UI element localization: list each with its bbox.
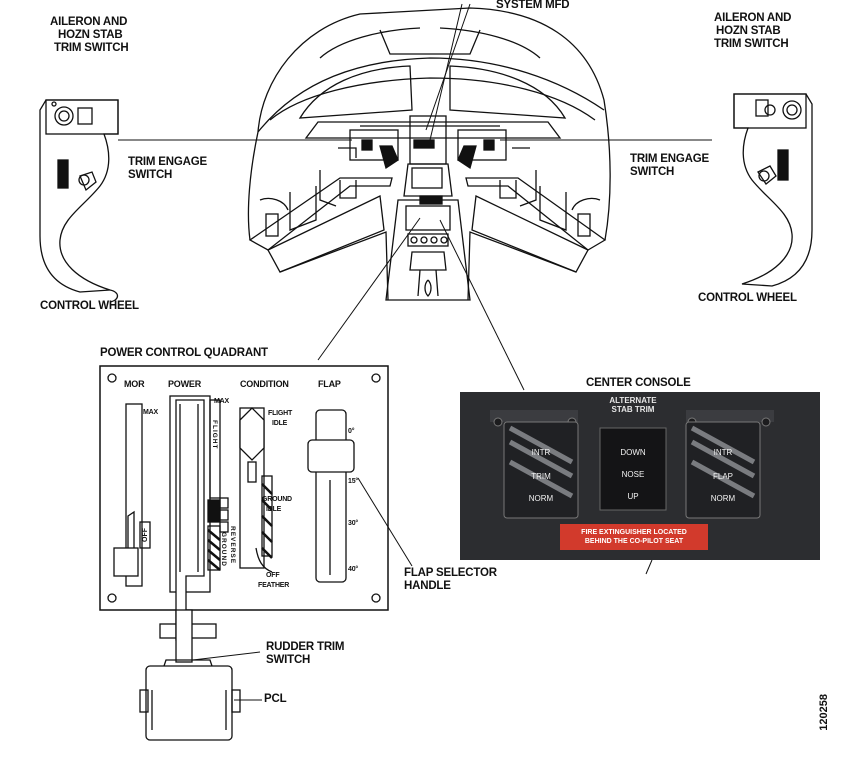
pcl-handle[interactable] bbox=[145, 665, 233, 741]
cockpit-illustration bbox=[247, 7, 611, 301]
console-photo-art bbox=[490, 410, 774, 519]
left-control-wheel bbox=[39, 99, 119, 303]
power-control-quadrant-drawing bbox=[99, 365, 389, 741]
alternate-stab-trim-label: ALTERNATE STAB TRIM bbox=[609, 396, 657, 414]
flap-slot bbox=[315, 409, 347, 583]
control-wheel-right-label: CONTROL WHEEL bbox=[698, 292, 797, 304]
power-flight-label: FLIGHT bbox=[211, 420, 218, 450]
control-wheel-left-label: CONTROL WHEEL bbox=[40, 300, 139, 312]
flap-selector-handle[interactable] bbox=[307, 439, 355, 473]
center-console-label: CENTER CONSOLE bbox=[586, 377, 691, 389]
pcl-label: PCL bbox=[264, 693, 287, 705]
condition-header: CONDITION bbox=[240, 379, 289, 389]
mor-off-label: OFF bbox=[142, 528, 149, 542]
flap-30-label: 30° bbox=[348, 520, 358, 527]
fire-extinguisher-placard: FIRE EXTINGUISHER LOCATED BEHIND THE CO-… bbox=[560, 524, 708, 550]
flap-0-label: 0° bbox=[348, 428, 355, 435]
right-control-wheel bbox=[733, 93, 813, 287]
system-mfd-label: SYSTEM MFD bbox=[496, 0, 570, 11]
flap-40-label: 40° bbox=[348, 566, 358, 573]
center-console-photo: ALTERNATE STAB TRIM INTR TRIM NORM DOWN … bbox=[460, 392, 820, 560]
document-id: 120258 bbox=[818, 694, 830, 731]
mor-slot bbox=[125, 403, 143, 587]
power-control-quadrant-label: POWER CONTROL QUADRANT bbox=[100, 347, 268, 359]
flap-header: FLAP bbox=[318, 379, 341, 389]
mor-lever-knob[interactable] bbox=[113, 547, 139, 577]
power-ground-label: GROUND bbox=[220, 532, 227, 567]
flap-15-label: 15° bbox=[348, 478, 358, 485]
power-reverse-label: REVERSE bbox=[229, 526, 236, 565]
power-header: POWER bbox=[168, 379, 202, 389]
mor-header: MOR bbox=[124, 379, 145, 389]
power-max-label: MAX bbox=[214, 398, 229, 405]
mor-max-label: MAX bbox=[143, 409, 158, 416]
